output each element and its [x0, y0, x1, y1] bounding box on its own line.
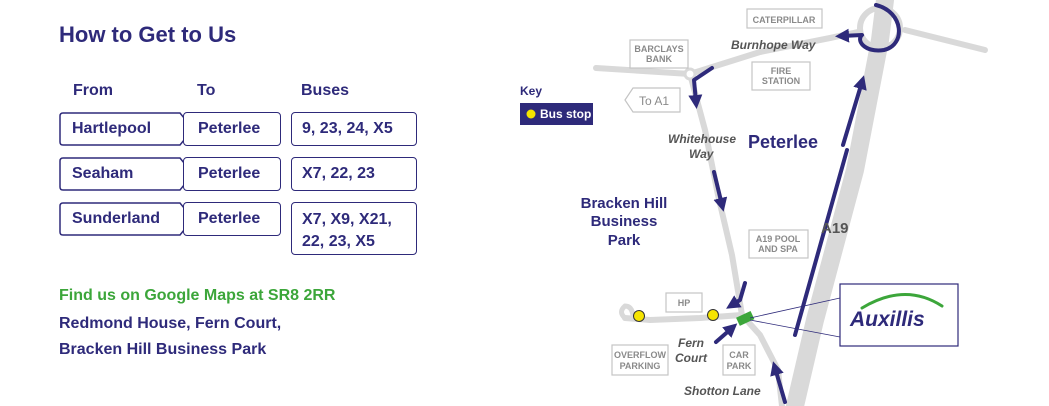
- route-roundabout: [835, 3, 901, 53]
- bus-routes: [688, 3, 901, 404]
- street-burnhope: Burnhope Way: [731, 38, 817, 52]
- page-title: How to Get to Us: [59, 22, 237, 47]
- from-label: Sunderland: [72, 210, 161, 227]
- from-label: Hartlepool: [72, 120, 152, 137]
- table-row-from-sunderland: Sunderland: [59, 202, 195, 236]
- hp-label: HP: [678, 298, 691, 308]
- pool-label-1: A19 POOL: [756, 234, 801, 244]
- to-cell: Peterlee: [183, 202, 281, 236]
- arrow-box-shape: [59, 112, 194, 146]
- northeast-road: [902, 27, 988, 53]
- park-label-1: Bracken Hill: [581, 195, 668, 212]
- route-a19-north: [841, 75, 867, 147]
- hp-box: [665, 292, 703, 313]
- junction-marker: [683, 67, 697, 81]
- arrow-box-shape: [59, 157, 194, 191]
- column-header-from: From: [73, 82, 113, 99]
- overflow-label-1: OVERFLOW: [614, 350, 667, 360]
- route-whitehouse: [712, 170, 728, 212]
- street-fern-2: Court: [675, 351, 708, 365]
- pool-label-2: AND SPA: [758, 244, 798, 254]
- address-line-1: Redmond House, Fern Court,: [59, 315, 282, 332]
- arrow-box-shape: [59, 202, 194, 236]
- from-label: Seaham: [72, 165, 134, 182]
- overflow-loop: [619, 303, 636, 321]
- overflow-label-2: PARKING: [620, 361, 661, 371]
- route-fern-court: [714, 323, 738, 344]
- bus-stop-marker: [707, 309, 719, 321]
- car-park-label-2: PARK: [727, 361, 752, 371]
- street-whitehouse-1: Whitehouse: [668, 132, 736, 146]
- key-item-label: Bus stop: [540, 107, 591, 121]
- barclays-label-1: BARCLAYS: [634, 44, 683, 54]
- logo-text: Auxillis: [849, 308, 925, 331]
- buses-cell: 9, 23, 24, X5: [291, 112, 417, 146]
- a19-road: [786, 0, 894, 406]
- fire-label-1: FIRE: [771, 66, 792, 76]
- office-marker: [736, 310, 755, 326]
- key-stop-icon: [526, 109, 536, 119]
- buses-line: X7, X9, X21,: [302, 211, 392, 228]
- fire-station-box: [751, 61, 811, 91]
- to-cell: Peterlee: [183, 157, 281, 191]
- column-header-buses: Buses: [301, 82, 350, 99]
- key-box: [520, 103, 593, 125]
- park-label-3: Park: [608, 232, 641, 249]
- town-label: Peterlee: [748, 132, 818, 152]
- street-fern-1: Fern: [678, 336, 704, 350]
- buses-cell: X7, X9, X21, 22, 23, X5: [291, 202, 417, 255]
- bus-stop-marker: [633, 310, 645, 322]
- street-shotton: Shotton Lane: [684, 384, 761, 398]
- caterpillar-label: CATERPILLAR: [753, 15, 816, 25]
- car-park-box: [722, 344, 756, 376]
- to-a1-sign: [624, 87, 681, 113]
- buses-line: 22, 23, X5: [302, 233, 375, 250]
- street-whitehouse-2: Way: [689, 147, 715, 161]
- key-title: Key: [520, 84, 542, 98]
- route-shotton: [770, 361, 787, 404]
- landmarks: [611, 8, 823, 376]
- barclays-box: [629, 39, 689, 69]
- pool-box: [748, 229, 809, 259]
- buses-cell: X7, 22, 23: [291, 157, 417, 191]
- park-label-2: Business: [591, 213, 658, 230]
- route-a19-south: [793, 148, 849, 337]
- to-a1-label: To A1: [639, 94, 669, 108]
- route-burnhope: [688, 66, 714, 109]
- whitehouse-road: [687, 71, 745, 318]
- a19-label: A19: [821, 220, 849, 237]
- column-header-to: To: [197, 82, 216, 99]
- logo-swoosh: [860, 293, 944, 310]
- address-line-2: Bracken Hill Business Park: [59, 341, 267, 358]
- to-cell: Peterlee: [183, 112, 281, 146]
- table-row-from-seaham: Seaham: [59, 157, 195, 191]
- barclays-label-2: BANK: [646, 54, 672, 64]
- route-to-stop: [726, 281, 747, 309]
- office-pointer: [749, 297, 841, 338]
- fire-label-2: STATION: [762, 76, 800, 86]
- table-row-from-hartlepool: Hartlepool: [59, 112, 195, 146]
- car-park-label-1: CAR: [729, 350, 749, 360]
- google-maps-text: Find us on Google Maps at SR8 2RR: [59, 287, 336, 304]
- overflow-box: [611, 344, 669, 376]
- caterpillar-box: [746, 8, 823, 29]
